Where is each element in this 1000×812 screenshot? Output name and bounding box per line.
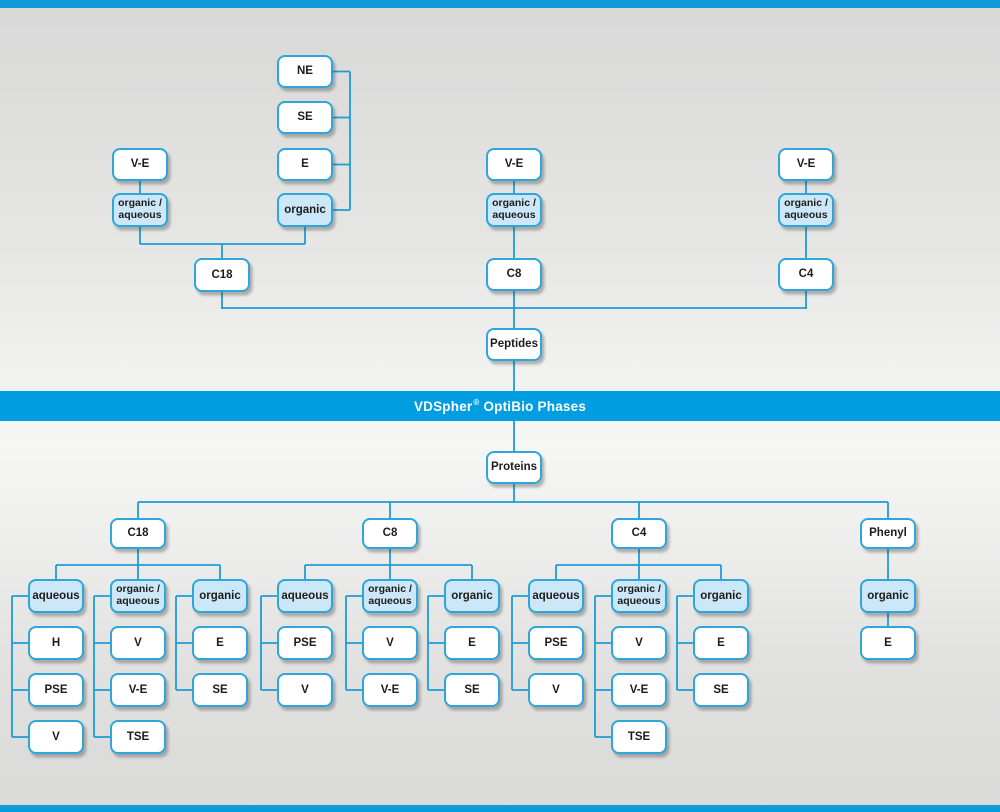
node-c4-organic-leaf: E [693,626,749,660]
node-c4-mode-aqueous: aqueous [528,579,584,613]
node-c8-aqueous-leaf: V [277,673,333,707]
node-c18-aqueous-leaf: PSE [28,673,84,707]
node-c4-organic-leaf: SE [693,673,749,707]
node-top-col-c8: C8 [486,258,542,291]
node-c18-aqueous-leaf: H [28,626,84,660]
banner-brand: VDSpher [413,398,473,414]
node-col-phenyl: Phenyl [860,518,916,549]
node-c4-aqueous-leaf: V [528,673,584,707]
node-col-c4: C4 [611,518,667,549]
node-c4-aqueous-leaf: PSE [528,626,584,660]
node-top-c4-mode: organic / aqueous [778,193,834,227]
node-c8-aqueous-leaf: PSE [277,626,333,660]
node-top-col-c4: C4 [778,258,834,291]
node-c18-organic-leaf: E [192,626,248,660]
node-c18-aqueous-leaf: V [28,720,84,754]
node-top-c8-variant-ve: V-E [486,148,542,181]
node-top-col-c18: C18 [194,258,250,292]
node-c18-organic-aqueous-leaf: V [110,626,166,660]
banner-rest: OptiBio Phases [483,398,587,414]
node-c4-organic-aqueous-leaf: TSE [611,720,667,754]
node-c4-mode-organic: organic [693,579,749,613]
node-c8-organic-leaf: E [444,626,500,660]
banner-title: VDSpher®OptiBio Phases [0,391,1000,421]
node-col-c8: C8 [362,518,418,549]
node-c18-mode-organic: organic [192,579,248,613]
node-c4-organic-aqueous-leaf: V [611,626,667,660]
registered-trademark-icon: ® [473,397,480,407]
node-c8-organic-leaf: SE [444,673,500,707]
node-c8-organic-aqueous-leaf: V [362,626,418,660]
node-phenyl-mode-organic: organic [860,579,916,613]
node-proteins-root: Proteins [486,451,542,484]
node-top-c8-mode: organic / aqueous [486,193,542,227]
node-phenyl-organic-leaf: E [860,626,916,660]
node-c18-mode-aqueous: aqueous [28,579,84,613]
node-c8-mode-organic: organic [444,579,500,613]
node-c18-mode-organic-aqueous: organic / aqueous [110,579,166,613]
node-top-c4-variant-ve: V-E [778,148,834,181]
node-c18-organic-leaf: SE [192,673,248,707]
node-col-c18: C18 [110,518,166,549]
node-eluent-ne: NE [277,55,333,88]
node-eluent-e: E [277,148,333,181]
bottom-edge-bar [0,805,1000,812]
node-top-c18-variant-ve: V-E [112,148,168,181]
node-c4-mode-organic-aqueous: organic / aqueous [611,579,667,613]
node-c4-organic-aqueous-leaf: V-E [611,673,667,707]
top-edge-bar [0,0,1000,8]
node-c18-organic-aqueous-leaf: TSE [110,720,166,754]
node-c18-organic-aqueous-leaf: V-E [110,673,166,707]
node-peptides-root: Peptides [486,328,542,361]
node-c8-mode-organic-aqueous: organic / aqueous [362,579,418,613]
node-c8-mode-aqueous: aqueous [277,579,333,613]
node-eluent-se: SE [277,101,333,134]
node-c8-organic-aqueous-leaf: V-E [362,673,418,707]
node-top-c18-mode: organic / aqueous [112,193,168,227]
node-eluent-mode-organic: organic [277,193,333,227]
